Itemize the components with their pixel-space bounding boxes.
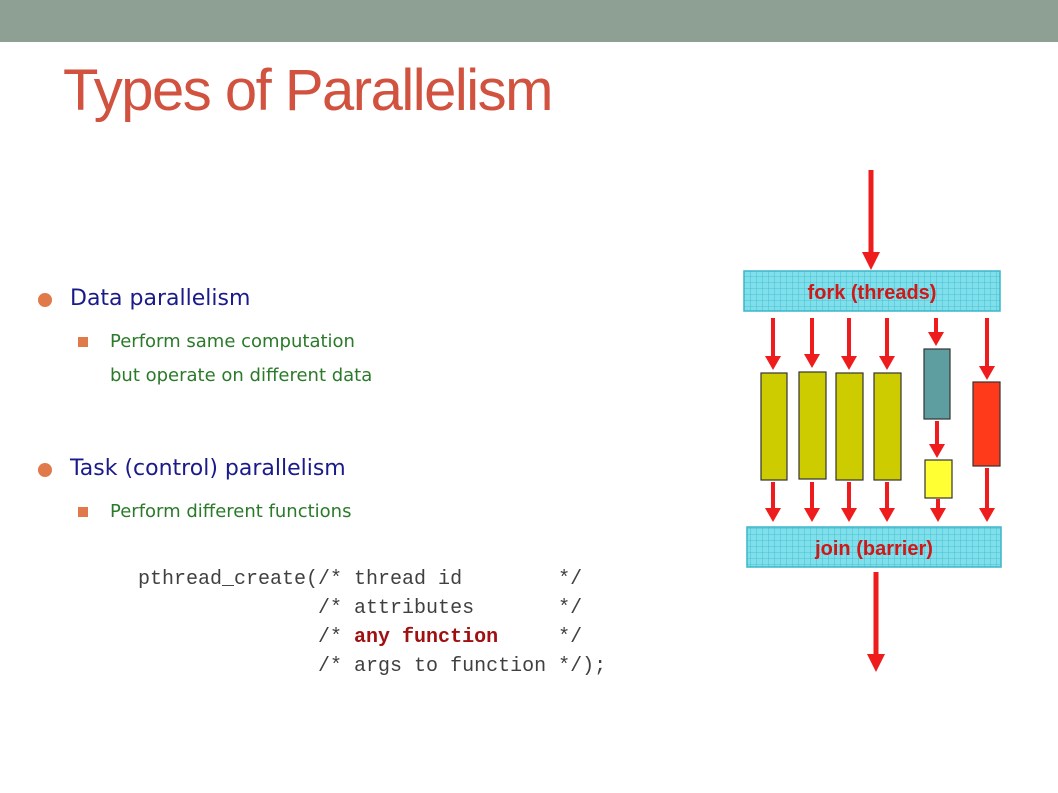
thread-blocks (760, 348, 1001, 499)
thread-block-1 (760, 372, 788, 481)
pthread-create-code: pthread_create(/* thread id */ /* attrib… (138, 568, 607, 678)
thread-block-red (972, 381, 1001, 467)
bullet-data-parallelism: Data parallelism (70, 286, 251, 311)
bullet-task-parallelism: Task (control) parallelism (70, 456, 346, 481)
thread-block-teal (923, 348, 951, 420)
code-highlight-any-function: any function (354, 626, 499, 649)
sub-bullet-marker (78, 337, 88, 347)
thread-block-4 (873, 372, 902, 481)
fork-bar: fork (threads) (743, 270, 1001, 312)
sub-bullet-different-functions: Perform different functions (110, 501, 352, 522)
join-arrows (765, 421, 995, 522)
header-band (0, 0, 1058, 42)
sub-bullet-different-data: but operate on different data (110, 365, 373, 386)
thread-block-3 (835, 372, 864, 481)
sub-bullet-marker (78, 507, 88, 517)
fork-arrows (765, 318, 995, 380)
bullet-marker (38, 463, 52, 477)
join-bar: join (barrier) (746, 526, 1002, 568)
sub-bullet-same-computation: Perform same computation (110, 331, 355, 352)
join-label: join (barrier) (814, 538, 933, 560)
incoming-arrow (862, 170, 880, 270)
thread-block-yellow (924, 459, 953, 499)
slide-title: Types of Parallelism (63, 58, 553, 123)
thread-block-2 (798, 371, 827, 480)
outgoing-arrow (867, 572, 885, 672)
bullet-marker (38, 293, 52, 307)
fork-label: fork (threads) (808, 282, 937, 304)
